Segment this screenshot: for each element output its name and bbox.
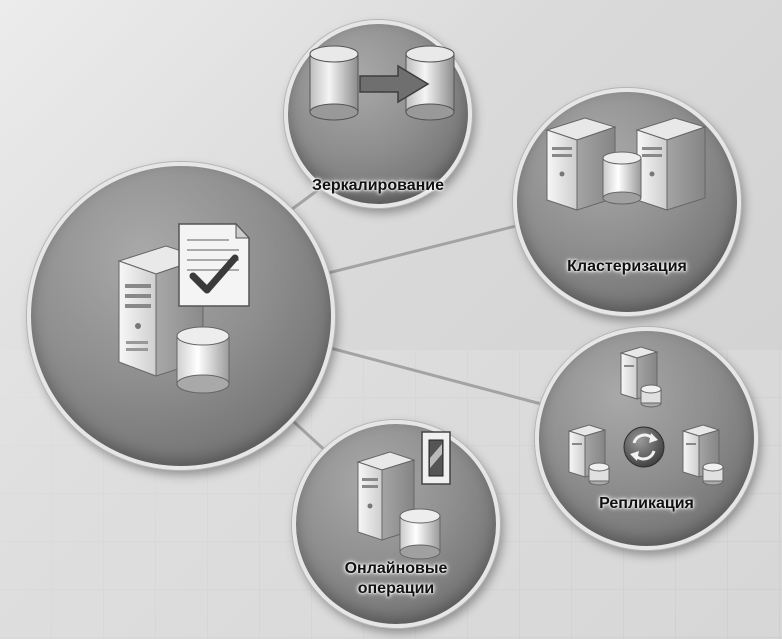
online-operations-label-line2: операции — [357, 580, 435, 597]
clustering-label: Кластеризация — [567, 258, 687, 275]
server-icon — [681, 424, 724, 486]
database-icon — [176, 326, 230, 394]
clustering-art — [545, 117, 707, 211]
document-check-icon — [178, 222, 251, 307]
server-icon — [619, 346, 662, 408]
online-operations-node: Онлайновые операции — [292, 420, 500, 628]
server-icon — [567, 424, 610, 486]
connector-clustering — [299, 223, 521, 282]
replication-node: Репликация — [535, 327, 758, 550]
server-with-document-icon — [117, 222, 251, 394]
online-operations-label-line1: Онлайновые — [344, 560, 448, 577]
database-icon — [602, 151, 642, 205]
database-icon — [399, 508, 441, 560]
mirroring-node: Зеркалирование — [284, 20, 472, 208]
connector-replication — [299, 338, 546, 407]
online-operations-art — [356, 431, 451, 560]
replication-art — [567, 346, 724, 486]
replication-label: Репликация — [599, 495, 694, 512]
center-server-node — [27, 162, 335, 470]
online-operations-label: Онлайновые операции — [296, 559, 496, 599]
server-icon — [635, 117, 707, 211]
sync-icon — [623, 426, 665, 468]
mirroring-label: Зеркалирование — [311, 177, 445, 194]
mirroring-art — [309, 45, 455, 121]
arrow-right-icon — [359, 64, 430, 104]
database-icon — [309, 45, 359, 121]
switch-icon — [421, 431, 451, 485]
clustering-node: Кластеризация — [513, 88, 741, 316]
